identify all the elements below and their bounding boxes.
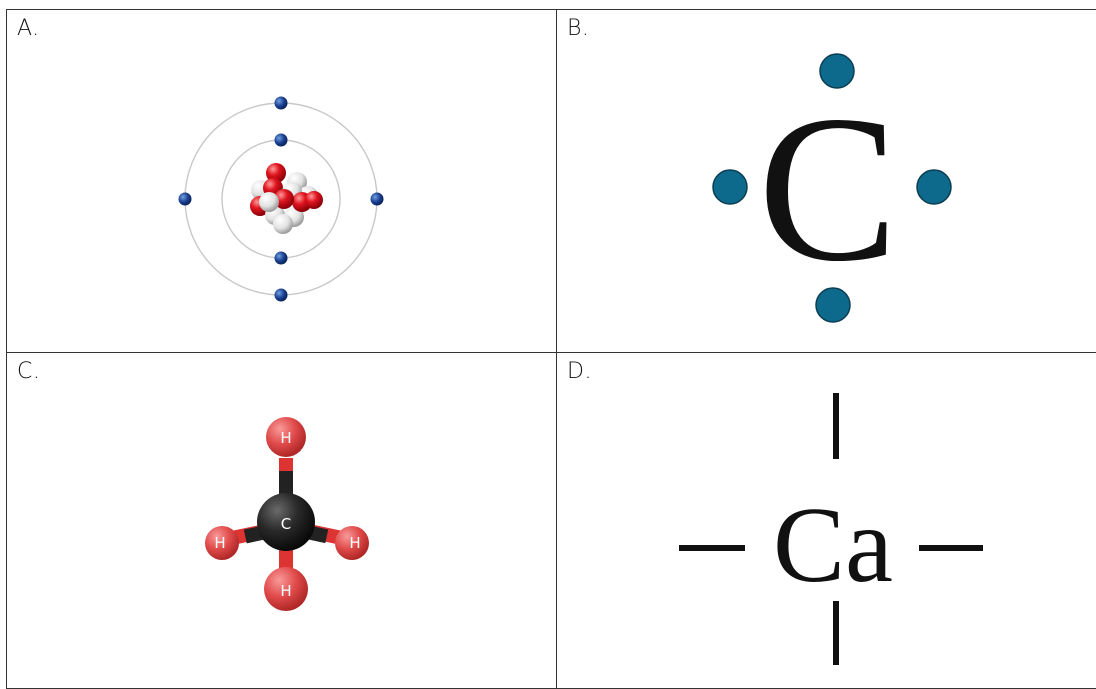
panel-a-letter: A. xyxy=(17,16,40,41)
panel-a[interactable]: A. xyxy=(6,9,557,353)
electron xyxy=(178,192,192,206)
valence-dot xyxy=(916,169,952,205)
element-symbol: C xyxy=(758,73,898,305)
atom-label-left: H xyxy=(214,534,225,552)
valence-dot xyxy=(712,169,748,205)
answer-grid: A. xyxy=(6,9,1096,689)
panel-c[interactable]: C. xyxy=(6,352,557,689)
panel-b-letter: B. xyxy=(567,16,590,41)
hydrogen-atom-top xyxy=(266,417,306,457)
valence-dot xyxy=(819,53,855,89)
element-symbol: Ca xyxy=(773,486,893,605)
panel-d[interactable]: D. Ca xyxy=(556,352,1096,689)
ball-and-stick-model: H H H C H xyxy=(205,417,369,611)
bond-line-diagram: Ca xyxy=(679,393,983,665)
valence-dot xyxy=(815,287,851,323)
electron xyxy=(274,96,288,110)
lewis-dot-diagram: C xyxy=(712,53,952,323)
atom-label-right: H xyxy=(349,534,360,552)
panel-d-letter: D. xyxy=(567,359,592,384)
panel-c-letter: C. xyxy=(17,359,41,384)
atom-label-top: H xyxy=(280,429,291,447)
electron xyxy=(370,192,384,206)
electron xyxy=(274,288,288,302)
hydrogen-atom-right xyxy=(335,526,369,560)
electron xyxy=(274,251,288,265)
nucleus xyxy=(250,163,323,234)
electrons xyxy=(178,96,384,302)
hydrogen-atom-left xyxy=(205,526,239,560)
atom-label-bottom: H xyxy=(280,582,291,600)
carbon-atom xyxy=(257,493,315,551)
valence-dots xyxy=(712,53,952,323)
panel-b[interactable]: B. C xyxy=(556,9,1096,353)
atom-label-carbon: C xyxy=(281,515,291,533)
bohr-atom-diagram xyxy=(178,96,384,302)
hydrogen-atom-bottom xyxy=(264,567,308,611)
electron xyxy=(274,133,288,147)
